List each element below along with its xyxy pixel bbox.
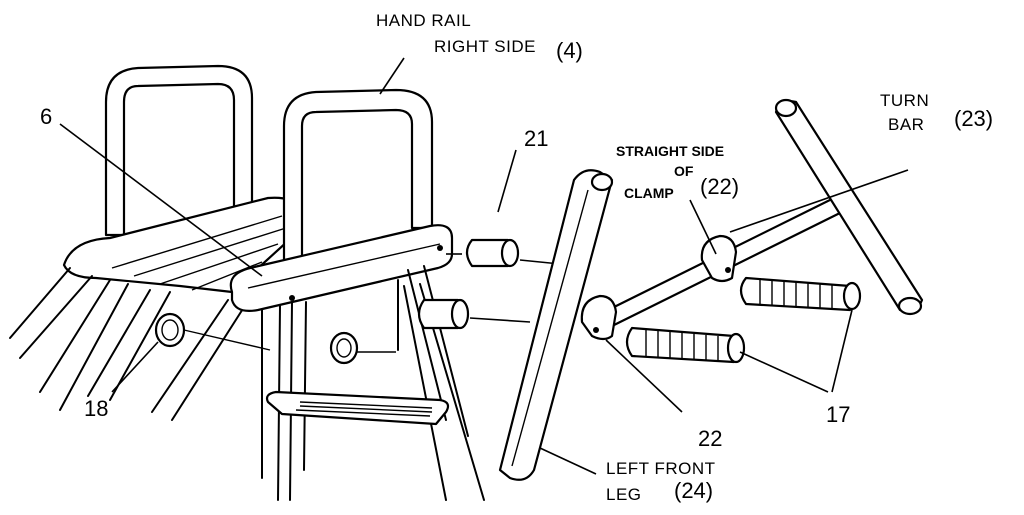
clamp-22-front[interactable] [580, 294, 618, 341]
straight-side-label-line3: CLAMP [624, 185, 674, 201]
rear-legs [9, 267, 247, 421]
hand-rail-label-line2: RIGHT SIDE [434, 37, 536, 56]
part-22-label: 22 [698, 426, 722, 451]
left-front-leg-ref: (24) [674, 478, 713, 503]
turn-bar-label-line2: BAR [888, 115, 924, 134]
straight-side-label-line1: STRAIGHT SIDE [616, 143, 724, 159]
left-front-leg-label-line2: LEG [606, 485, 642, 504]
straight-side-ref: (22) [700, 174, 739, 199]
leader-lines [59, 57, 909, 475]
straight-side-label-line2: OF [674, 163, 694, 179]
hand-grip-lower[interactable] [625, 326, 746, 364]
left-front-leg[interactable] [498, 169, 614, 481]
hidden-line-lower [469, 317, 531, 323]
turn-bar-label-line1: TURN [880, 91, 929, 110]
part-21-label: 21 [524, 126, 548, 151]
part-18-label: 18 [84, 396, 108, 421]
hand-rail-label-line1: HAND RAIL [376, 11, 471, 30]
plug-cap-lower[interactable] [417, 298, 470, 330]
clamp-fitting-18[interactable] [154, 312, 271, 351]
callout-labels: HAND RAIL RIGHT SIDE (4) 6 21 STRAIGHT S… [40, 11, 993, 504]
part-17-label: 17 [826, 402, 850, 427]
left-front-leg-label-line1: LEFT FRONT [606, 459, 716, 478]
turn-bar-ref: (23) [954, 106, 993, 131]
clamp-22-rear[interactable] [700, 234, 738, 283]
plug-cap-upper[interactable] [465, 238, 520, 268]
hand-rail-ref: (4) [556, 38, 583, 63]
step [265, 390, 450, 426]
turn-bar[interactable] [774, 98, 924, 316]
hand-grip-upper[interactable] [739, 276, 862, 312]
clamp-fitting-center[interactable] [329, 331, 396, 365]
part-6-label: 6 [40, 104, 52, 129]
right-hand-rail[interactable] [282, 88, 434, 262]
